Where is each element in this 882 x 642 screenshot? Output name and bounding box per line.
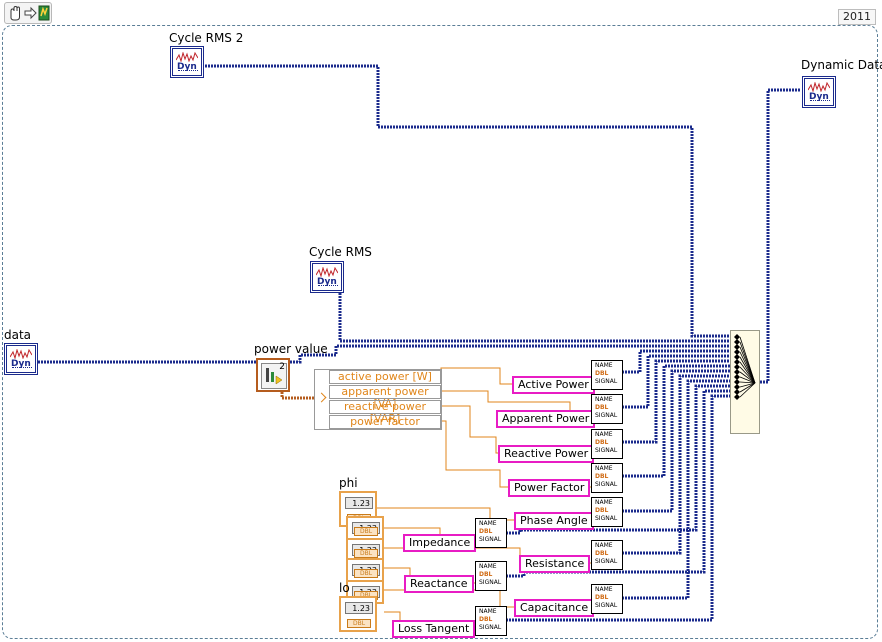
waveform-icon (10, 349, 32, 359)
dyn-text: Dyn (809, 92, 829, 102)
dynamic-data-label: Dynamic Data (801, 58, 882, 72)
chevron-right-icon (316, 392, 327, 403)
data-label: data (4, 328, 32, 342)
waveform-icon (176, 52, 198, 62)
power-value-label: power value (254, 342, 328, 356)
lo-label: lo (339, 581, 350, 595)
cluster-row: active power [W] (329, 370, 441, 384)
numeric-control[interactable]: 1.23 DBL (346, 516, 384, 540)
power-cluster[interactable]: active power [W] apparent power [VA] rea… (314, 369, 442, 430)
label-reactive-power[interactable]: Reactive Power (498, 445, 595, 463)
dynamic-data-terminal[interactable]: Dyn (802, 76, 836, 108)
merge-signals-node[interactable] (730, 330, 760, 434)
cycle-rms-terminal[interactable]: Dyn (310, 261, 344, 293)
cycle-rms2-terminal[interactable]: Dyn (170, 46, 204, 78)
dyn-text: Dyn (177, 62, 197, 72)
block-diagram-frame (2, 25, 878, 639)
label-loss-tangent[interactable]: Loss Tangent (392, 620, 476, 638)
label-apparent-power[interactable]: Apparent Power (496, 410, 596, 428)
numeric-control[interactable]: 1.23 DBL (346, 558, 384, 582)
power-value-node[interactable]: 2 (256, 358, 290, 392)
dyn-text: Dyn (317, 277, 337, 287)
lo-control[interactable]: 1.23 DBL (339, 596, 377, 632)
merge-signals-icon (734, 334, 756, 400)
dyn-text: Dyn (11, 359, 31, 369)
cycle-rms-label: Cycle RMS (309, 245, 372, 259)
cluster-row: power factor (329, 415, 441, 429)
label-active-power[interactable]: Active Power (512, 376, 595, 394)
waveform-icon (316, 267, 338, 277)
express-vi-icon (266, 368, 283, 385)
label-phase-angle[interactable]: Phase Angle (514, 512, 594, 530)
cluster-row: reactive power [VAR] (329, 400, 441, 425)
phi-label: phi (339, 476, 358, 490)
toolbar-button-group[interactable] (4, 2, 52, 24)
labview-icon[interactable] (38, 5, 50, 21)
waveform-icon (808, 82, 830, 92)
label-capacitance[interactable]: Capacitance (514, 599, 595, 617)
label-resistance[interactable]: Resistance (519, 555, 591, 573)
label-reactance[interactable]: Reactance (404, 575, 474, 593)
hand-icon[interactable] (10, 5, 20, 21)
label-impedance[interactable]: Impedance (403, 534, 477, 552)
cluster-row: apparent power [VA] (329, 385, 441, 410)
toolbar: 2011 (0, 0, 882, 25)
data-terminal[interactable]: Dyn (4, 343, 38, 375)
dynamic-data-wires (38, 64, 800, 622)
label-power-factor[interactable]: Power Factor (508, 479, 591, 497)
power-index: 2 (279, 362, 285, 372)
version-label: 2011 (838, 9, 876, 25)
arrow-icon[interactable] (24, 6, 37, 20)
numeric-control[interactable]: 1.23 DBL (346, 580, 384, 604)
cycle-rms2-label: Cycle RMS 2 (169, 31, 244, 45)
